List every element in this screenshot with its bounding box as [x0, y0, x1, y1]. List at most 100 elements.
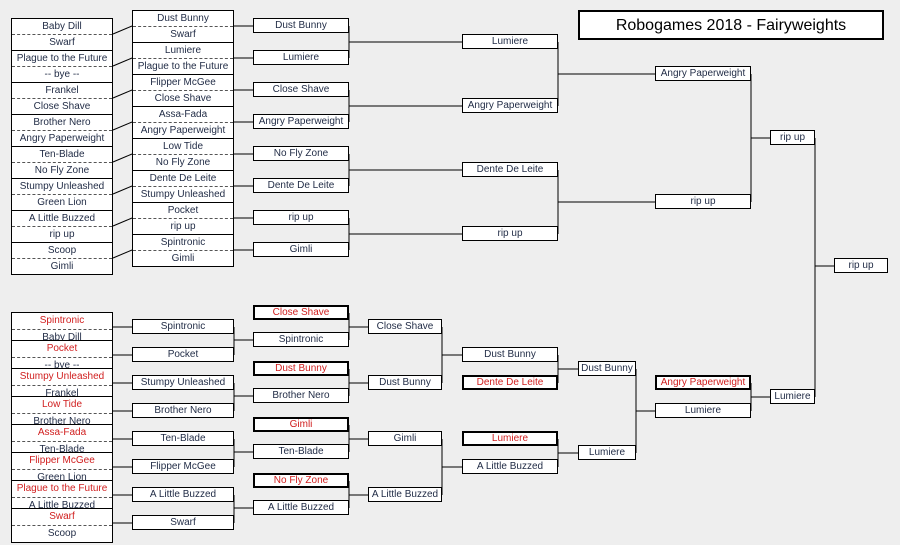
- losers-r2-slot: Stumpy Unleashed: [132, 375, 234, 390]
- losers-r3-dropin: Dust Bunny: [253, 361, 349, 376]
- winners-r4-slot: Lumiere: [462, 34, 558, 49]
- winners-r1-match-6: Stumpy Unleashed Green Lion: [11, 178, 113, 211]
- dropped-competitor: Plague to the Future: [16, 483, 108, 494]
- winners-r3-slot: Lumiere: [253, 50, 349, 65]
- connector-line: [112, 217, 133, 227]
- losers-r4-slot: Gimli: [368, 431, 442, 446]
- losers-r3-dropin: Gimli: [253, 417, 349, 432]
- connector-line: [112, 25, 133, 35]
- losers-r3-slot: Ten-Blade: [253, 444, 349, 459]
- winners-r4-slot: Angry Paperweight: [462, 98, 558, 113]
- competitor: Flipper McGee: [150, 77, 216, 88]
- competitor: Low Tide: [162, 141, 204, 152]
- dropped-competitor: Low Tide: [41, 399, 83, 410]
- winners-r1-match-5: Ten-Blade No Fly Zone: [11, 146, 113, 179]
- competitor: Ten-Blade: [12, 441, 112, 458]
- winners-r3-slot: Dust Bunny: [253, 18, 349, 33]
- competitor: No Fly Zone: [133, 154, 233, 170]
- competitor: Plague to the Future: [16, 53, 108, 64]
- dropped-competitor: Assa-Fada: [37, 427, 87, 438]
- competitor: rip up: [12, 226, 112, 242]
- competitor: Baby Dill: [42, 21, 82, 32]
- losers-r3-dropin: Close Shave: [253, 305, 349, 320]
- grand-final-winner: rip up: [834, 258, 888, 273]
- losers-r5-slot: A Little Buzzed: [462, 459, 558, 474]
- winners-r2-match-5: Low Tide No Fly Zone: [132, 138, 234, 171]
- winners-r2-match-8: Spintronic Gimli: [132, 234, 234, 267]
- losers-r2-slot: Ten-Blade: [132, 431, 234, 446]
- winners-r1-match-7: A Little Buzzed rip up: [11, 210, 113, 243]
- losers-r2-slot: Pocket: [132, 347, 234, 362]
- competitor: Brother Nero: [33, 117, 91, 128]
- competitor: Close Shave: [133, 90, 233, 106]
- competitor: Gimli: [12, 258, 112, 274]
- winners-r2-match-2: Lumiere Plague to the Future: [132, 42, 234, 75]
- losers-r3-slot: A Little Buzzed: [253, 500, 349, 515]
- winners-r2-match-4: Assa-Fada Angry Paperweight: [132, 106, 234, 139]
- competitor: Frankel: [45, 85, 79, 96]
- losers-r2-slot: Brother Nero: [132, 403, 234, 418]
- winners-bracket-champion: rip up: [770, 130, 815, 145]
- winners-r2-match-7: Pocket rip up: [132, 202, 234, 235]
- winners-r2-match-6: Dente De Leite Stumpy Unleashed: [132, 170, 234, 203]
- connector-line: [112, 185, 133, 195]
- winners-r3-slot: Angry Paperweight: [253, 114, 349, 129]
- losers-r3-dropin: No Fly Zone: [253, 473, 349, 488]
- connector-line: [112, 153, 133, 163]
- dropped-competitor: Pocket: [46, 343, 78, 354]
- losers-r2-slot: Spintronic: [132, 319, 234, 334]
- connector-line: [112, 57, 133, 67]
- competitor: A Little Buzzed: [12, 497, 112, 514]
- losers-r3-slot: Brother Nero: [253, 388, 349, 403]
- connector-line: [112, 121, 133, 131]
- winners-r1-match-2: Plague to the Future -- bye --: [11, 50, 113, 83]
- winners-r3-slot: rip up: [253, 210, 349, 225]
- competitor: Scoop: [47, 245, 77, 256]
- losers-r5-slot: Dust Bunny: [462, 347, 558, 362]
- losers-r4-slot: Dust Bunny: [368, 375, 442, 390]
- winners-r5-slot: Angry Paperweight: [655, 66, 751, 81]
- bracket-title: Robogames 2018 - Fairyweights: [578, 10, 884, 40]
- connector-line: [112, 89, 133, 99]
- winners-r4-slot: Dente De Leite: [462, 162, 558, 177]
- competitor: -- bye --: [12, 357, 112, 374]
- competitor: Stumpy Unleashed: [19, 181, 105, 192]
- winners-r1-match-1: Baby Dill Swarf: [11, 18, 113, 51]
- competitor: Plague to the Future: [133, 58, 233, 74]
- losers-r2-slot: Swarf: [132, 515, 234, 530]
- competitor: Ten-Blade: [39, 149, 85, 160]
- losers-r4-slot: A Little Buzzed: [368, 487, 442, 502]
- dropped-competitor: Spintronic: [39, 315, 85, 326]
- competitor: Green Lion: [12, 469, 112, 486]
- competitor: Spintronic: [160, 237, 206, 248]
- losers-r3-slot: Spintronic: [253, 332, 349, 347]
- competitor: Stumpy Unleashed: [133, 186, 233, 202]
- competitor: Baby Dill: [12, 329, 112, 346]
- competitor: Scoop: [12, 525, 112, 542]
- losers-r6-slot: Lumiere: [578, 445, 636, 460]
- competitor: Frankel: [12, 385, 112, 402]
- winners-r2-match-3: Flipper McGee Close Shave: [132, 74, 234, 107]
- winners-r5-slot: rip up: [655, 194, 751, 209]
- losers-r7-dropin: Angry Paperweight: [655, 375, 751, 390]
- competitor: Swarf: [133, 26, 233, 42]
- competitor: Angry Paperweight: [12, 130, 112, 146]
- winners-r1-match-8: Scoop Gimli: [11, 242, 113, 275]
- dropped-competitor: Stumpy Unleashed: [19, 371, 105, 382]
- competitor: Assa-Fada: [158, 109, 208, 120]
- competitor: rip up: [133, 218, 233, 234]
- competitor: Gimli: [133, 250, 233, 266]
- competitor: Swarf: [12, 34, 112, 50]
- competitor: Green Lion: [12, 194, 112, 210]
- losers-r6-slot: Dust Bunny: [578, 361, 636, 376]
- losers-r2-slot: Flipper McGee: [132, 459, 234, 474]
- losers-r1-match-8: Swarf Scoop: [11, 508, 113, 543]
- competitor: Close Shave: [12, 98, 112, 114]
- winners-r4-slot: rip up: [462, 226, 558, 241]
- winners-r3-slot: No Fly Zone: [253, 146, 349, 161]
- losers-bracket-champion: Lumiere: [770, 389, 815, 404]
- winners-r1-match-4: Brother Nero Angry Paperweight: [11, 114, 113, 147]
- winners-r3-slot: Dente De Leite: [253, 178, 349, 193]
- winners-r2-match-1: Dust Bunny Swarf: [132, 10, 234, 43]
